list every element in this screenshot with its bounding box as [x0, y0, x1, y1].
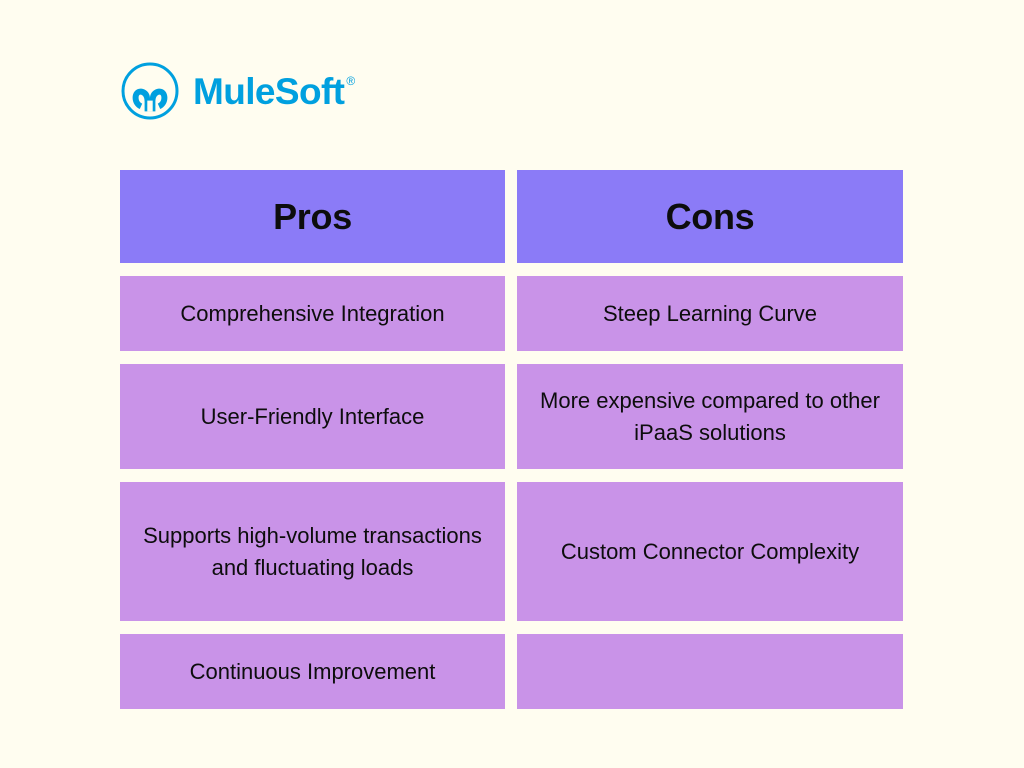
table-header-pros: Pros: [120, 170, 505, 263]
table-cell-cons-1: Steep Learning Curve: [517, 276, 903, 351]
table-cell-pros-4: Continuous Improvement: [120, 634, 505, 709]
table-cell-pros-2: User-Friendly Interface: [120, 364, 505, 469]
brand-lockup: MuleSoft ®: [120, 60, 355, 122]
pros-cons-table: Pros Cons Comprehensive Integration Stee…: [120, 170, 903, 709]
table-cell-cons-4: [517, 634, 903, 709]
table-cell-cons-3: Custom Connector Complexity: [517, 482, 903, 621]
mulesoft-logo-icon: [121, 62, 179, 120]
table-cell-pros-1: Comprehensive Integration: [120, 276, 505, 351]
brand-wordmark: MuleSoft ®: [193, 73, 355, 110]
table-header-cons: Cons: [517, 170, 903, 263]
brand-name: MuleSoft: [193, 70, 345, 112]
trademark-symbol: ®: [346, 73, 356, 88]
table-cell-pros-3: Supports high-volume transactions and fl…: [120, 482, 505, 621]
table-cell-cons-2: More expensive compared to other iPaaS s…: [517, 364, 903, 469]
